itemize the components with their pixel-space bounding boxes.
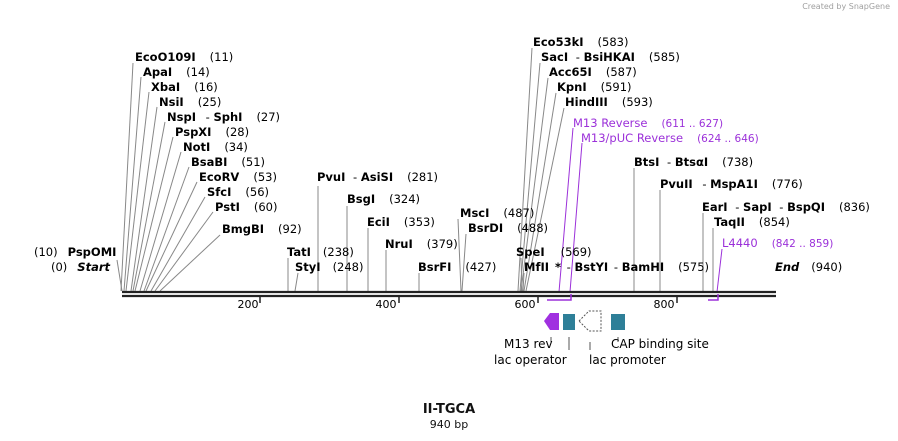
site-apai: ApaI(14): [143, 65, 210, 79]
site-styi: StyI(248): [295, 260, 364, 274]
primer-bracket-m13: [547, 294, 572, 301]
snapgene-credit: Created by SnapGene: [802, 2, 890, 11]
site-connector-lines: [116, 47, 714, 292]
feature-label-m13-rev: M13 rev: [504, 337, 553, 351]
site-spei: SpeI(569): [516, 245, 592, 259]
primer-m13-puc-reverse: M13/pUC Reverse(624 .. 646): [581, 131, 759, 145]
site-bsrfi: BsrFI(427): [418, 260, 496, 274]
primer-l4440: L4440(842 .. 859): [722, 236, 833, 250]
site-bsrdi: BsrDI(488): [468, 221, 548, 235]
feature-label-cap-binding-site: CAP binding site: [611, 337, 709, 351]
primer-m13-reverse: M13 Reverse(611 .. 627): [573, 116, 723, 130]
end-label: End(940): [775, 260, 842, 274]
site-pvui-asisi: PvuI - AsiSI(281): [317, 170, 438, 184]
site-eari-sapi-bspqi: EarI - SapI - BspQI(836): [702, 200, 870, 214]
feature-label-lac-promoter: lac promoter: [589, 353, 666, 367]
site-nspi-sphi: NspI - SphI(27): [167, 110, 280, 124]
site-bmgbi: BmgBI(92): [222, 222, 302, 236]
tick-label-400: 400: [376, 298, 397, 311]
site-pvuii-mspa1i: PvuII - MspA1I(776): [660, 177, 803, 191]
site-acc65i: Acc65I(587): [549, 65, 637, 79]
site-sfci: SfcI(56): [207, 185, 269, 199]
site-ecoo109i: EcoO109I(11): [135, 50, 233, 64]
site-pspxi: PspXI(28): [175, 125, 249, 139]
site-msci: MscI(487): [460, 206, 534, 220]
site-nsii: NsiI(25): [159, 95, 221, 109]
site-ecii: EciI(353): [367, 215, 435, 229]
site-taqii: TaqII(854): [714, 215, 790, 229]
site-bsgi: BsgI(324): [347, 192, 420, 206]
primer-connector-lines: [558, 127, 723, 293]
site-bsabi: BsaBI(51): [191, 155, 265, 169]
tick-label-600: 600: [515, 298, 536, 311]
site-hindiii: HindIII(593): [565, 95, 653, 109]
site-nrui: NruI(379): [385, 237, 458, 251]
site-pspomi: (10)PspOMI: [34, 245, 116, 259]
start-label: (0)Start: [51, 260, 111, 274]
feature-lac-operator-box: [563, 314, 575, 330]
site-saci-bsihkai: SacI - BsiHKAI(585): [541, 50, 680, 64]
sequence-length: 940 bp: [429, 418, 469, 431]
feature-cap-binding-site-box: [611, 314, 625, 330]
primer-bracket-l4440: [708, 294, 719, 301]
site-tati: TatI(238): [287, 245, 354, 259]
ruler-ticks: [259, 296, 678, 303]
site-noti: NotI(34): [183, 140, 248, 154]
site-btsi: BtsI - BtsαI(738): [634, 155, 753, 169]
site-ecorv: EcoRV(53): [199, 170, 277, 184]
site-xbai: XbaI(16): [151, 80, 218, 94]
feature-lac-promoter-arrow: [578, 310, 602, 332]
tick-label-200: 200: [238, 298, 259, 311]
feature-label-lac-operator: lac operator: [494, 353, 567, 367]
feature-m13-rev-arrow: [544, 313, 559, 330]
site-kpni: KpnI(591): [557, 80, 632, 94]
site-mfii-bstyi-bamhi: MfII* - BstYI - BamHI(575): [524, 260, 709, 274]
sequence-title: II-TGCA: [422, 402, 476, 417]
tick-label-800: 800: [654, 298, 675, 311]
site-psti: PstI(60): [215, 200, 277, 214]
site-eco53ki: Eco53kI(583): [533, 35, 628, 49]
